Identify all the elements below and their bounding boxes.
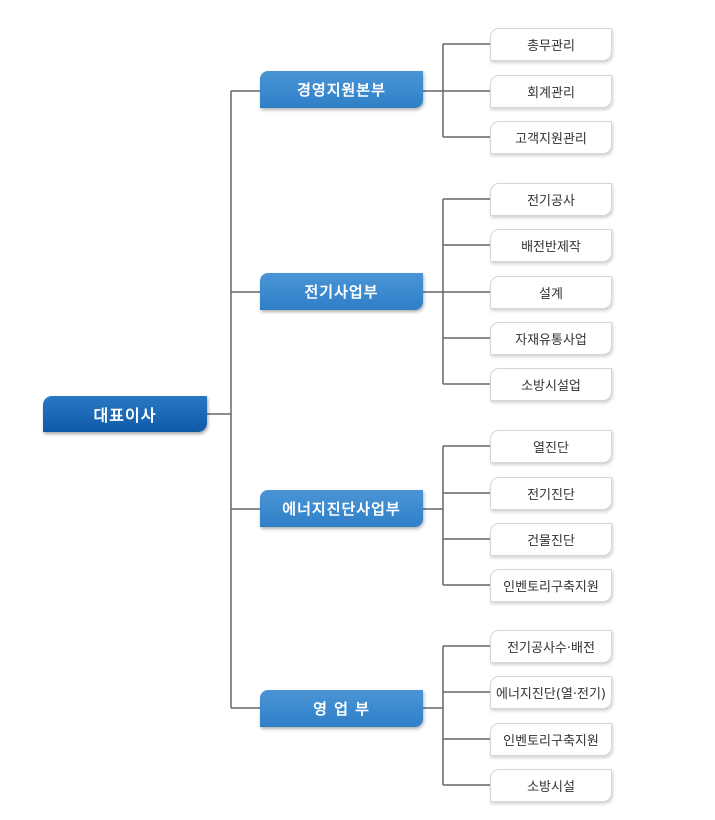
team-label: 에너지진단(열·전기) — [496, 687, 606, 702]
team-label: 배전반제작 — [521, 240, 581, 255]
team-label: 전기공사 — [527, 194, 575, 209]
team-box: 건물진단 — [490, 523, 612, 556]
team-box: 고객지원관리 — [490, 121, 612, 154]
dept-sales: 영 업 부 — [260, 690, 423, 727]
dept-label: 에너지진단사업부 — [282, 500, 401, 518]
dept-management-support: 경영지원본부 — [260, 71, 423, 108]
ceo-box: 대표이사 — [43, 396, 207, 432]
team-box: 총무관리 — [490, 28, 612, 61]
team-label: 전기진단 — [527, 488, 575, 503]
team-box: 에너지진단(열·전기) — [490, 676, 612, 709]
team-box: 자재유통사업 — [490, 322, 612, 355]
dept-energy-diagnosis: 에너지진단사업부 — [260, 490, 423, 527]
team-label: 회계관리 — [527, 86, 575, 101]
team-label: 건물진단 — [527, 534, 575, 549]
team-label: 고객지원관리 — [515, 132, 587, 147]
team-box: 배전반제작 — [490, 229, 612, 262]
team-label: 전기공사수·배전 — [507, 641, 595, 656]
team-box: 전기진단 — [490, 477, 612, 510]
team-label: 설계 — [539, 287, 563, 302]
team-label: 열진단 — [533, 441, 569, 456]
team-box: 회계관리 — [490, 75, 612, 108]
team-box: 소방시설 — [490, 769, 612, 802]
dept-label: 전기사업부 — [304, 283, 379, 301]
team-box: 인벤토리구축지원 — [490, 569, 612, 602]
ceo-label: 대표이사 — [93, 406, 157, 425]
team-box: 인벤토리구축지원 — [490, 723, 612, 756]
team-label: 자재유통사업 — [515, 333, 587, 348]
team-label: 인벤토리구축지원 — [503, 734, 599, 749]
team-label: 인벤토리구축지원 — [503, 580, 599, 595]
team-label: 소방시설 — [527, 780, 575, 795]
team-box: 소방시설업 — [490, 368, 612, 401]
team-box: 전기공사 — [490, 183, 612, 216]
team-box: 설계 — [490, 276, 612, 309]
team-label: 소방시설업 — [521, 379, 581, 394]
dept-label: 경영지원본부 — [297, 81, 386, 99]
team-box: 열진단 — [490, 430, 612, 463]
dept-label: 영 업 부 — [313, 700, 370, 718]
team-label: 총무관리 — [527, 39, 575, 54]
dept-electrical-business: 전기사업부 — [260, 273, 423, 310]
team-box: 전기공사수·배전 — [490, 630, 612, 663]
